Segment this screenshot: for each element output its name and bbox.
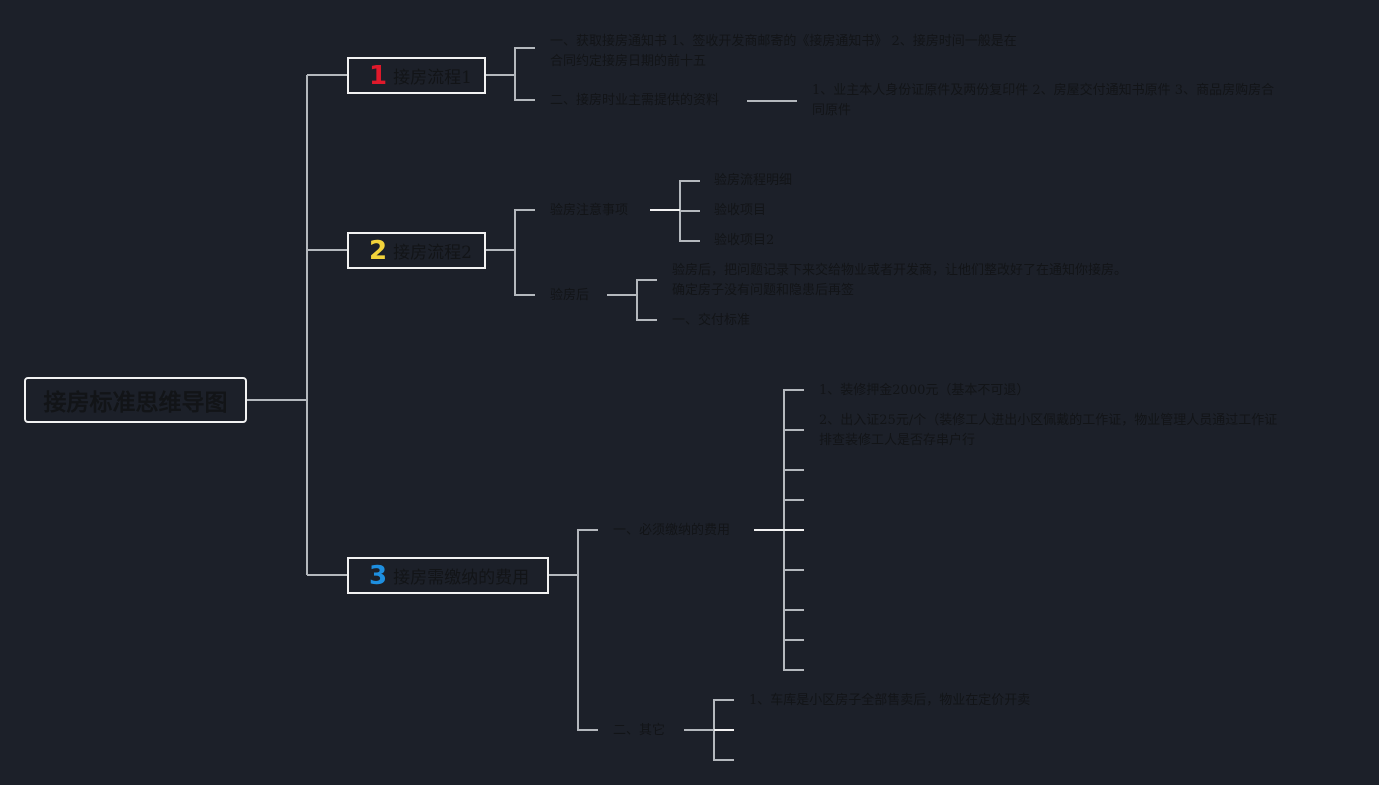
topic-2-2-item[interactable]: 一、交付标准 — [672, 313, 751, 328]
branch-label: 接房需缴纳的费用 — [393, 568, 530, 588]
topic-1-2[interactable]: 二、接房时业主需提供的资料 — [550, 93, 720, 108]
topic-3-1-item[interactable]: 2、出入证25元/个（装修工人进出小区佩戴的工作证，物业管理人员通过工作证排查装… — [819, 413, 1278, 448]
number-3-icon: 3 — [369, 560, 388, 591]
number-1-icon: 1 — [369, 60, 388, 91]
topic-2-1-item[interactable]: 验收项目 — [714, 203, 767, 218]
number-2-icon: 2 — [369, 235, 388, 266]
root-node[interactable]: 接房标准思维导图 — [24, 377, 247, 423]
branch-label: 接房流程1 — [393, 68, 472, 88]
topic-3-1-item[interactable]: 1、装修押金2000元（基本不可退） — [819, 383, 1030, 398]
topic-1-1[interactable]: 一、获取接房通知书 1、签收开发商邮寄的《接房通知书》 2、接房时间一般是在合同… — [550, 34, 1017, 69]
topic-2-1-item[interactable]: 验收项目2 — [714, 233, 775, 248]
topic-3-2-item[interactable]: 1、车库是小区房子全部售卖后，物业在定价开卖 — [749, 693, 1031, 708]
topic-2-1-item[interactable]: 验房流程明细 — [714, 173, 793, 188]
branch-label: 接房流程2 — [393, 243, 472, 263]
topic-2-2-item[interactable]: 验房后，把问题记录下来交给物业或者开发商，让他们整改好了在通知你接房。确定房子没… — [672, 263, 1128, 298]
topic-3-1[interactable]: 一、必须缴纳的费用 — [613, 523, 731, 538]
topic-1-2-detail[interactable]: 1、业主本人身份证原件及两份复印件 2、房屋交付通知书原件 3、商品房购房合同原… — [812, 83, 1275, 118]
topic-2-1[interactable]: 验房注意事项 — [550, 203, 629, 218]
topic-3-2[interactable]: 二、其它 — [613, 723, 666, 738]
topic-2-2[interactable]: 验房后 — [550, 288, 590, 303]
root-label: 接房标准思维导图 — [43, 390, 228, 416]
